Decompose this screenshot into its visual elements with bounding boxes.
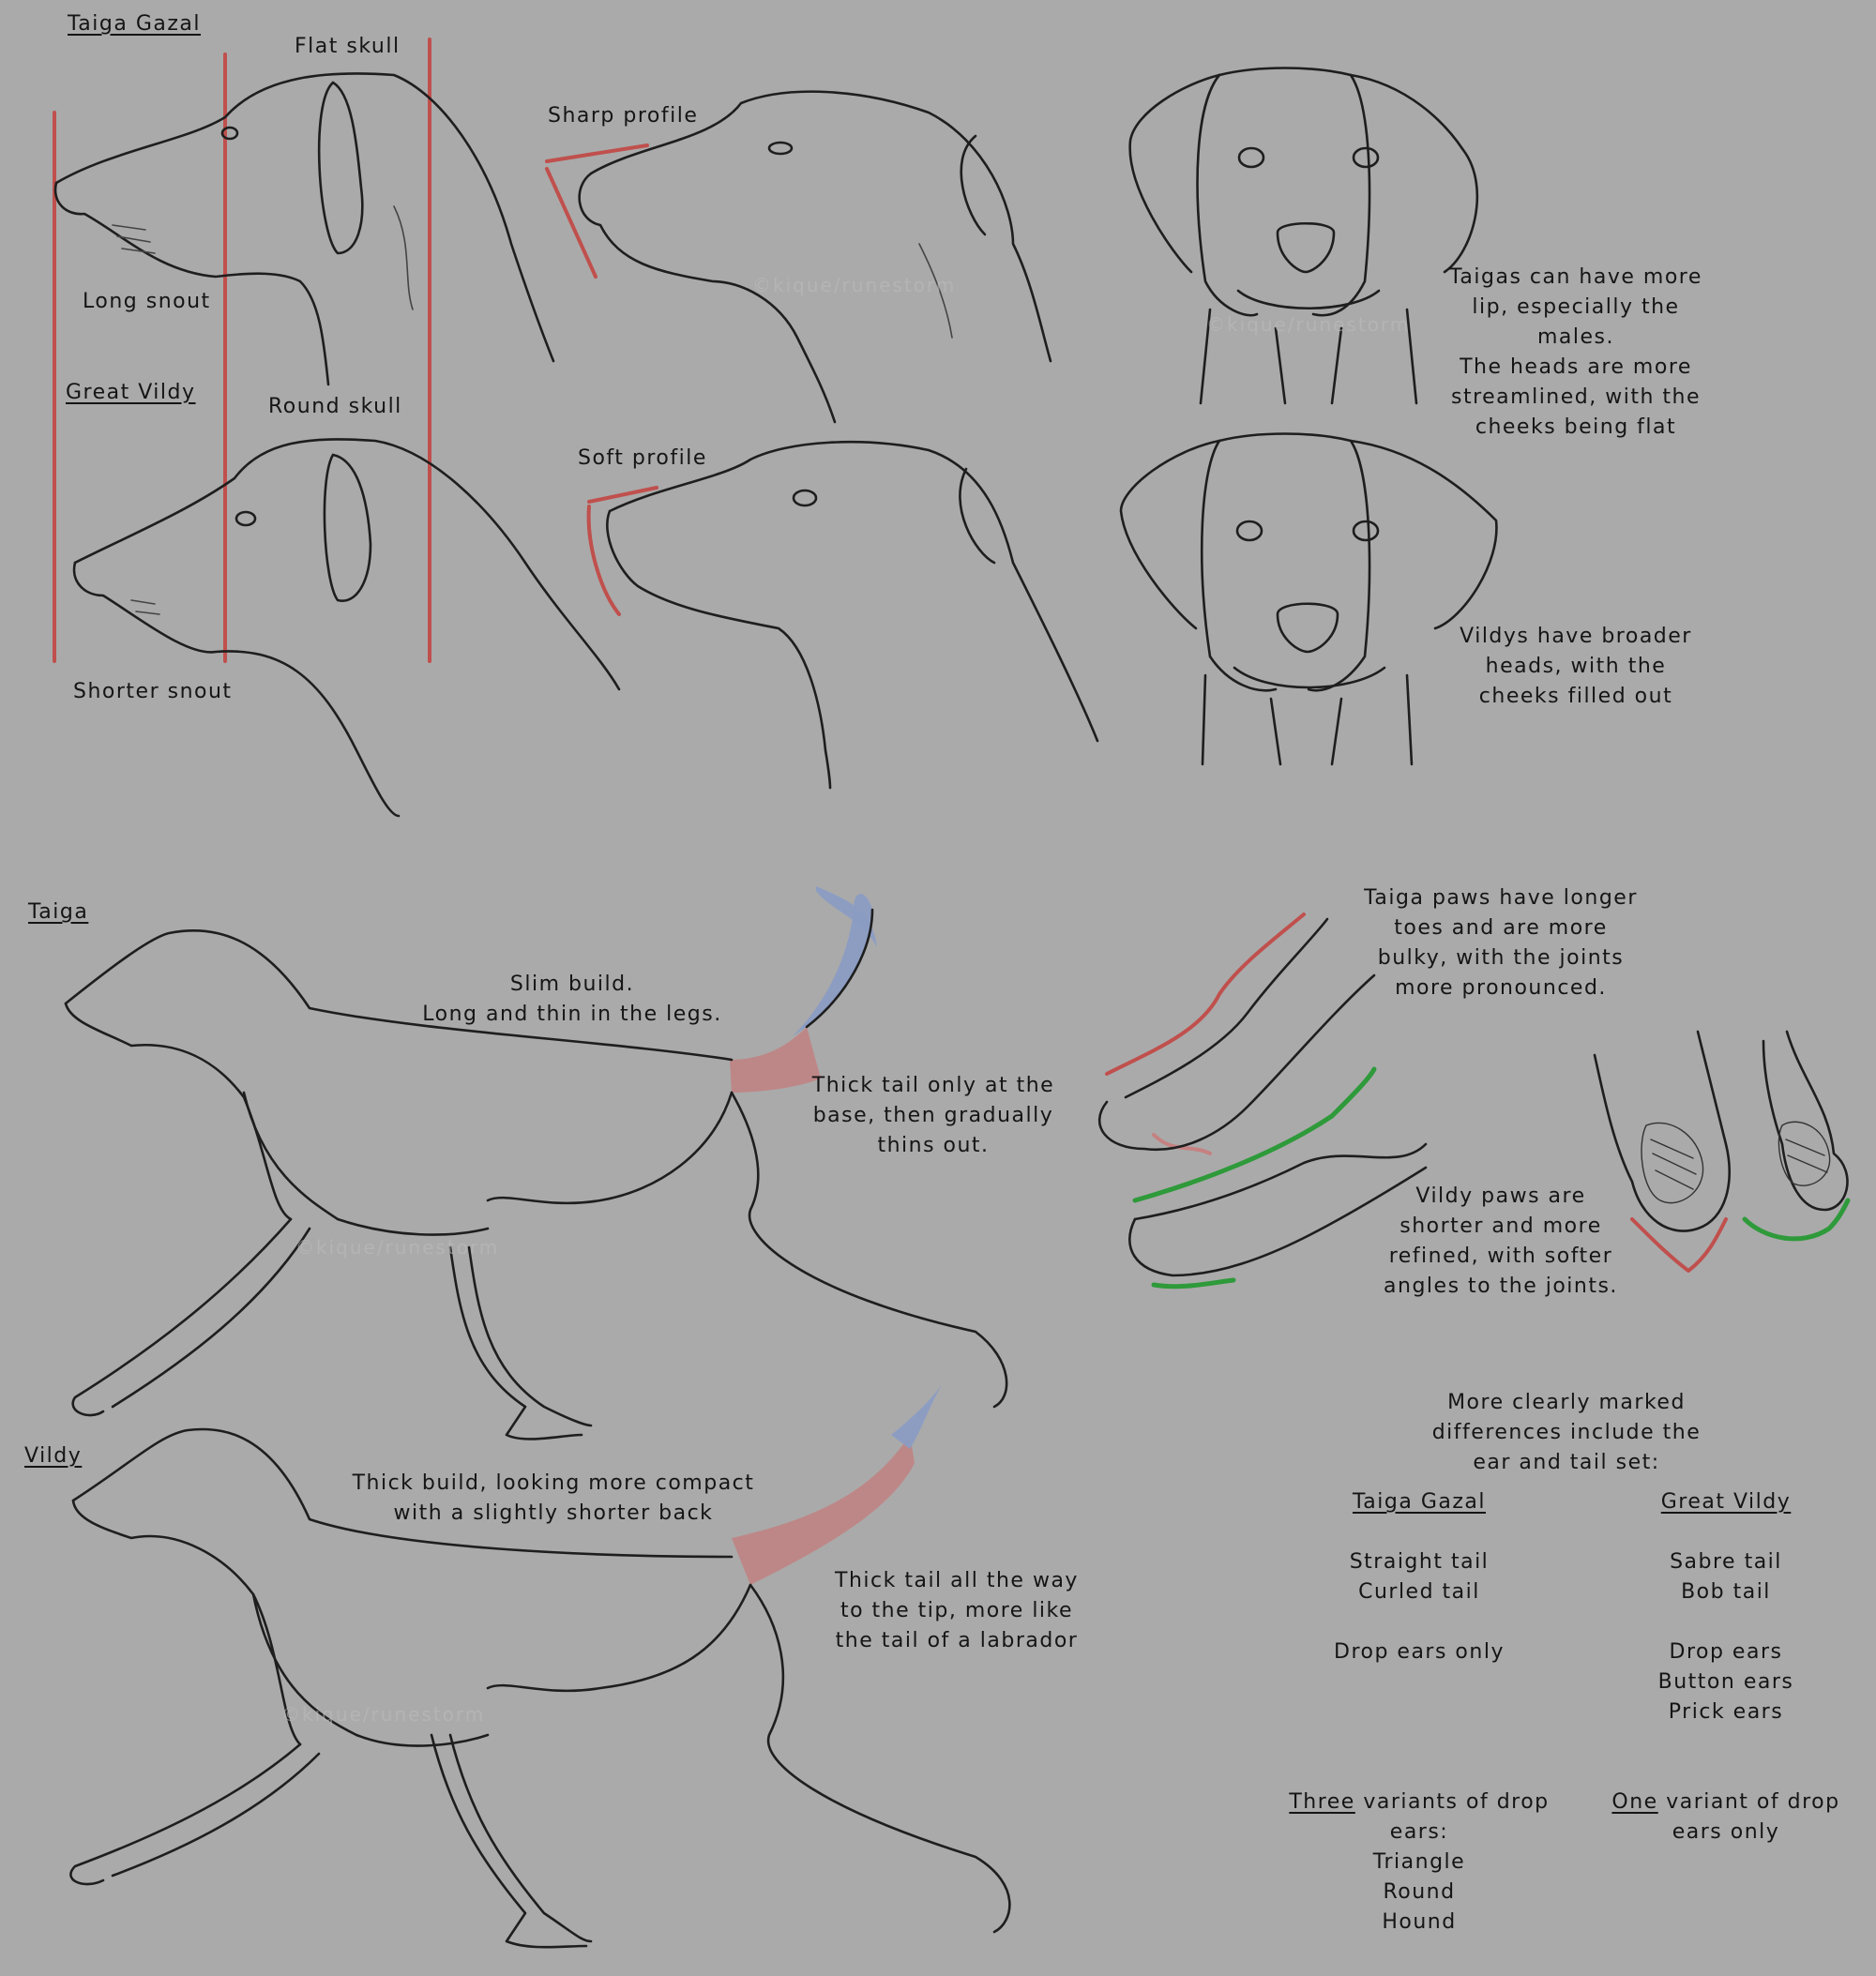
great-vildy-column-title: Great Vildy [1660, 1490, 1792, 1514]
vildy-body-sketch [69, 1383, 1011, 1949]
sharp-profile-label: Sharp profile [548, 104, 699, 128]
taiga-front-note: Taigas can have more lip, especially the… [1449, 265, 1702, 439]
taiga-build-note: Slim build. Long and thin in the legs. [422, 973, 722, 1026]
vildy-paws-note: Vildy paws are shorter and more refined,… [1384, 1184, 1618, 1298]
taiga-gazal-column-title: Taiga Gazal [1352, 1490, 1486, 1514]
great-vildy-heading: Great Vildy [66, 381, 196, 404]
taiga-front-head-sketch [1128, 67, 1479, 405]
differences-intro: More clearly marked differences include … [1431, 1391, 1702, 1474]
vildy-front-head-sketch [1119, 432, 1498, 766]
vildy-paw-sketches [1128, 1030, 1851, 1290]
taiga-body-sketch [64, 886, 1008, 1441]
soft-profile-label: Soft profile [578, 446, 707, 470]
vildy-tail-note: Thick tail all the way to the tip, more … [835, 1569, 1079, 1652]
vildy-build-note: Thick build, looking more compact with a… [352, 1471, 755, 1525]
taiga-paws-note: Taiga paws have longer toes and are more… [1364, 886, 1638, 1000]
shorter-snout-label: Shorter snout [73, 680, 233, 703]
sharp-profile-head-sketch [545, 90, 1052, 424]
watermark-taiga-front: ©kique/runestorm [1206, 313, 1411, 336]
taiga-profile-head-sketch [53, 72, 555, 386]
proportion-guide-lines [53, 38, 431, 663]
watermark-sharp-profile: ©kique/runestorm [752, 274, 957, 296]
vildy-profile-head-sketch [72, 438, 621, 818]
soft-profile-head-sketch [586, 440, 1099, 790]
flat-skull-label: Flat skull [295, 35, 401, 58]
vildy-ear-variants-line: One variant of drop [1611, 1790, 1840, 1814]
taiga-gazal-column: Taiga Gazal Straight tail Curled tail Dr… [1271, 1487, 1567, 1938]
taiga-ear-variants-line: Three variants of drop [1289, 1790, 1550, 1814]
vildy-front-note: Vildys have broader heads, with the chee… [1460, 625, 1692, 708]
taiga-gazal-heading: Taiga Gazal [68, 12, 202, 36]
long-snout-label: Long snout [83, 290, 211, 313]
taiga-paw-sketches [1097, 913, 1732, 1273]
taiga-body-heading: Taiga [28, 900, 89, 924]
round-skull-label: Round skull [268, 395, 402, 418]
great-vildy-column: Great Vildy Sabre tail Bob tail Drop ear… [1585, 1487, 1867, 1848]
taiga-tail-note: Thick tail only at the base, then gradua… [811, 1074, 1055, 1157]
watermark-taiga-body: ©kique/runestorm [295, 1236, 500, 1259]
vildy-body-heading: Vildy [24, 1444, 83, 1468]
watermark-vildy-body: ©kique/runestorm [281, 1703, 486, 1726]
